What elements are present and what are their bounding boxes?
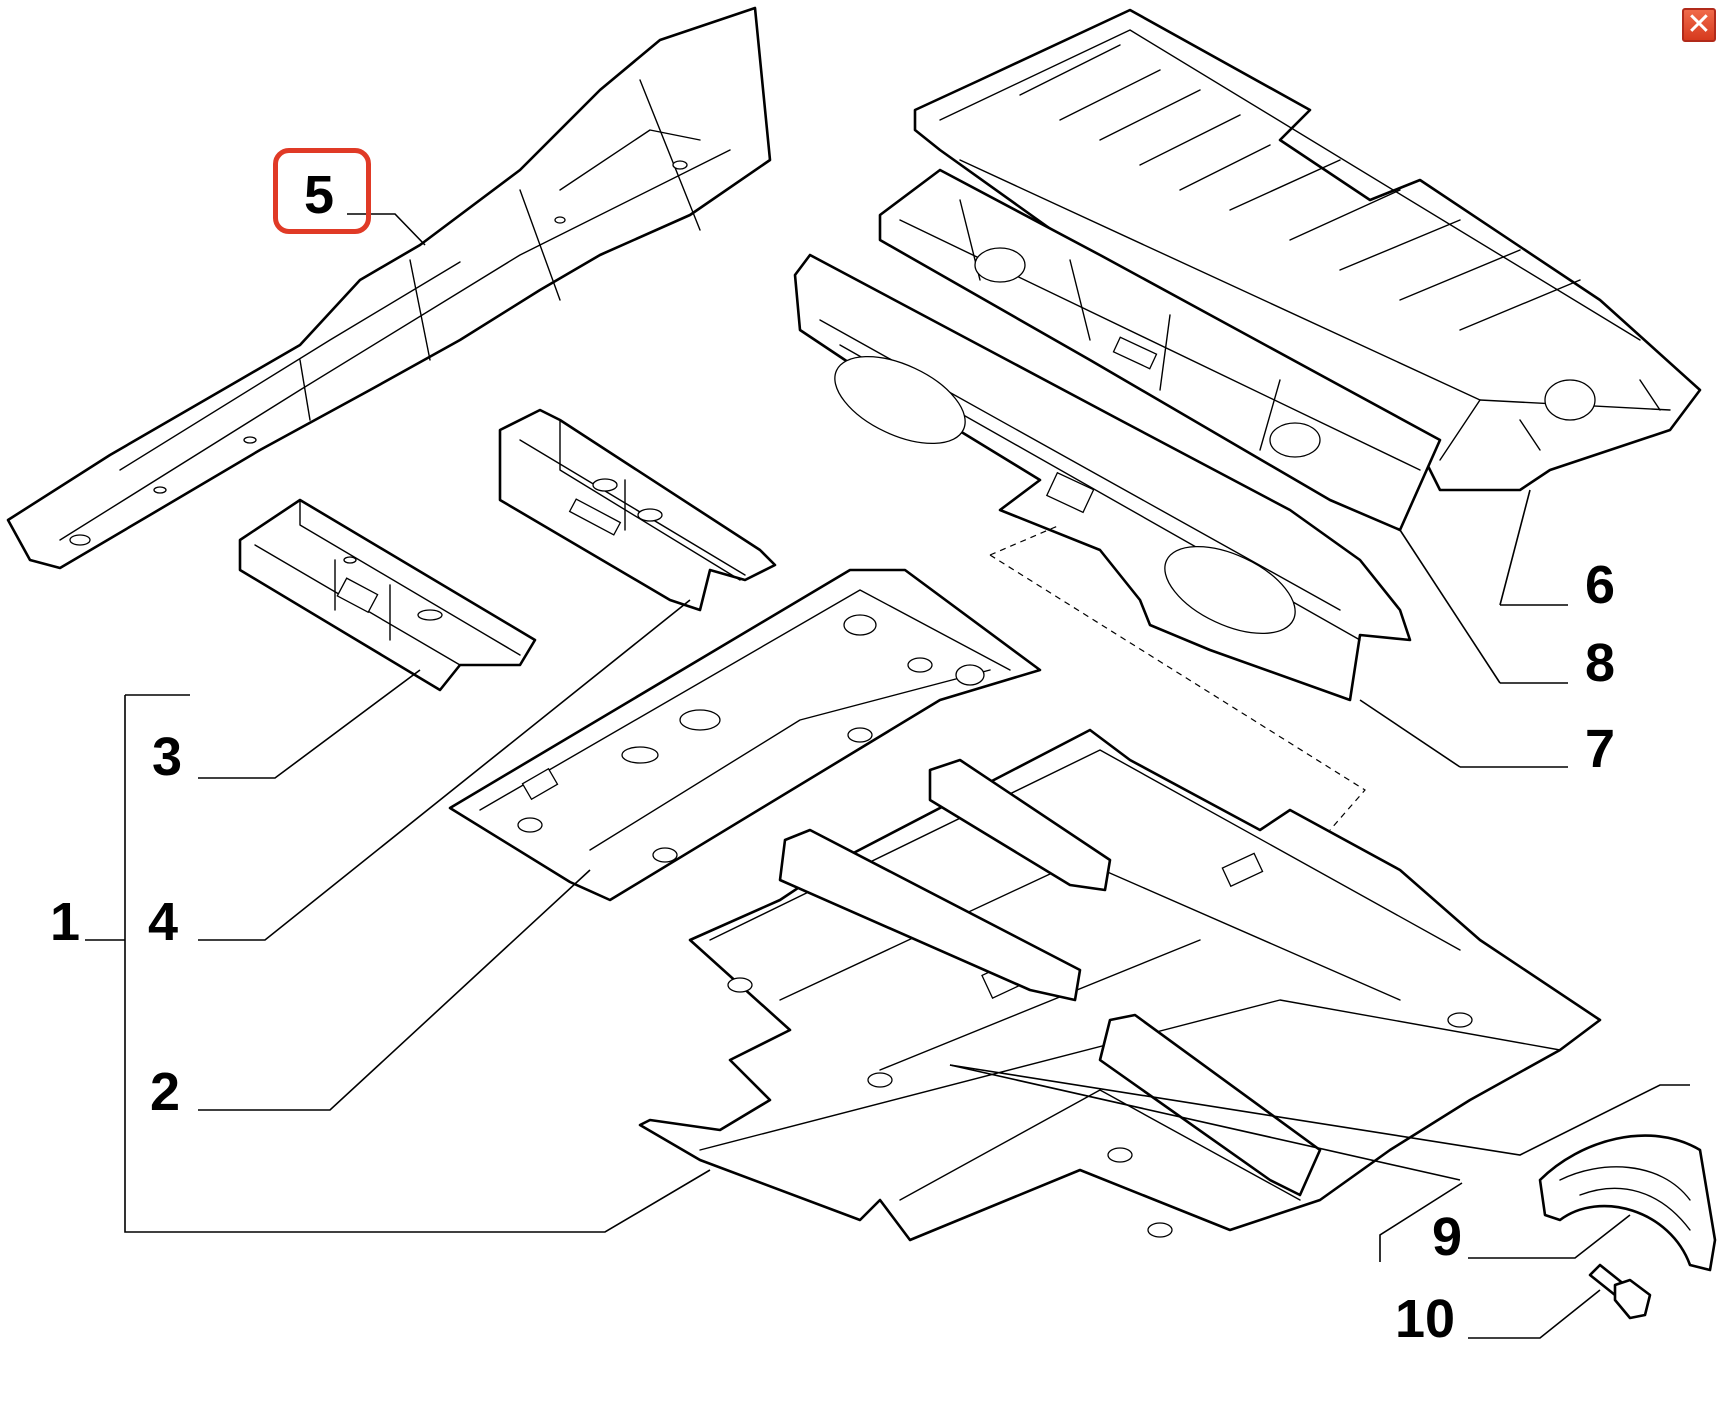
part-8-rear-cross-member: [878, 168, 1442, 532]
callout-1: 1: [50, 892, 81, 952]
callout-6: 6: [1585, 555, 1616, 615]
part-3-cross-member: [238, 498, 537, 692]
callout-5: 5: [304, 165, 335, 225]
callout-10: 10: [1395, 1289, 1456, 1349]
part-1-main-floor-pan: [638, 728, 1602, 1242]
callout-8: 8: [1585, 633, 1616, 693]
part-7-rear-seat-panel: [793, 253, 1412, 702]
callout-9: 9: [1432, 1207, 1463, 1267]
close-button[interactable]: ✕: [1682, 8, 1716, 42]
callout-4: 4: [148, 892, 179, 952]
callout-3: 3: [152, 727, 183, 787]
part-6-rear-floor-panel: [913, 8, 1702, 492]
part-4-cross-member: [498, 408, 777, 612]
callout-7: 7: [1585, 719, 1616, 779]
leader-lines: [85, 213, 1690, 1339]
close-icon: ✕: [1686, 8, 1712, 41]
part-5-side-rail: [6, 6, 772, 570]
part-9-wheel-arch-shield: [1538, 1134, 1717, 1272]
callout-2: 2: [150, 1062, 181, 1122]
assembly-dashed-guide: [989, 524, 1366, 831]
part-2-front-floor-panel: [448, 568, 1042, 902]
part-10-bolt: [1588, 1263, 1652, 1320]
selected-callout-highlight: [273, 148, 371, 234]
